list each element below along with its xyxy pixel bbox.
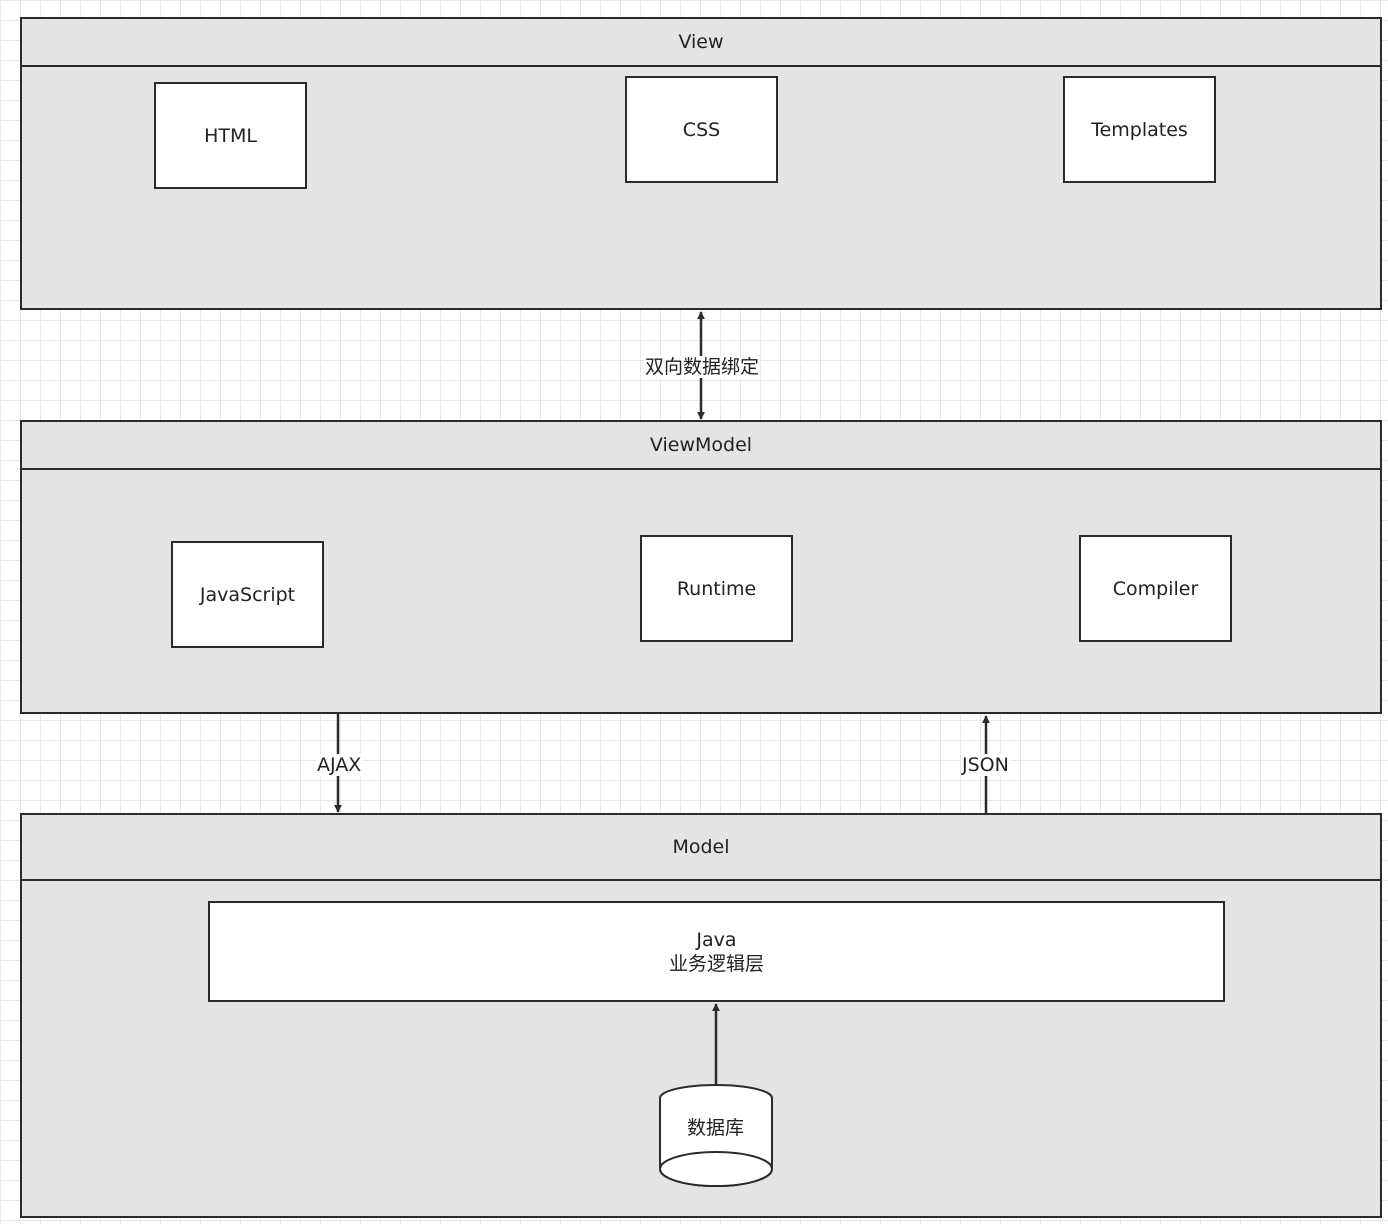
viewmodel-layer-title: ViewModel [22,422,1380,470]
view-layer-title: View [22,19,1380,67]
css-component: CSS [625,76,778,183]
java-label: Java [696,928,737,951]
two-way-binding-label: 双向数据绑定 [644,356,761,378]
java-business-logic-box: Java 业务逻辑层 [208,901,1225,1002]
compiler-component: Compiler [1079,535,1232,642]
model-layer-title: Model [22,815,1380,881]
model-layer: Model [20,813,1382,1218]
html-component: HTML [154,82,307,189]
business-logic-label: 业务逻辑层 [668,952,764,975]
database-label: 数据库 [687,1117,745,1139]
json-label: JSON [961,754,1010,776]
javascript-component: JavaScript [171,541,324,648]
ajax-label: AJAX [316,754,363,776]
templates-component: Templates [1063,76,1216,183]
runtime-component: Runtime [640,535,793,642]
